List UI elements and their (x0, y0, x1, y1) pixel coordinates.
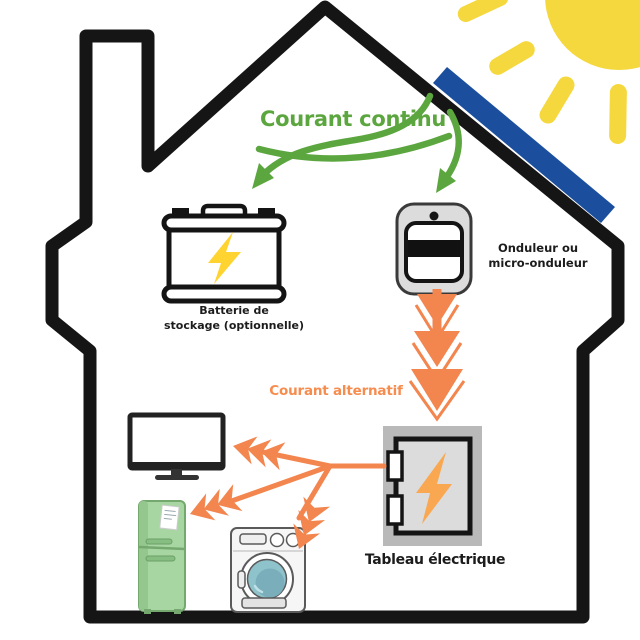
inverter-label-line2: micro-onduleur (488, 256, 588, 270)
inverter-label-line1: Onduleur ou (497, 241, 579, 255)
electrical-panel-label: Tableau électrique (364, 552, 506, 568)
tv-icon (127, 412, 226, 480)
ac-line-to-washer (296, 463, 333, 521)
dc-arrow-to-battery (258, 92, 434, 180)
house-outline (45, 0, 625, 624)
battery-bolt-icon (208, 232, 241, 284)
ac-current-label: Courant alternatif (269, 383, 403, 399)
inverter-icon (395, 202, 473, 296)
battery-icon (161, 203, 287, 304)
battery-label: Batterie de stockage (optionnelle) (146, 303, 322, 333)
ac-distribution-arrows (185, 431, 387, 555)
fridge-icon (138, 500, 186, 614)
ac-arrow-down (408, 289, 466, 422)
solar-panel-icon (433, 67, 615, 223)
battery-label-line1: Batterie de (199, 304, 269, 317)
sun-icon (457, 0, 640, 144)
electrical-panel-icon (383, 426, 482, 546)
ac-line-to-fridge (223, 463, 333, 506)
dc-arrows (252, 92, 462, 193)
dc-underline-swoosh (255, 132, 453, 162)
panel-bolt-icon (416, 452, 452, 524)
washing-machine-icon (230, 527, 306, 613)
battery-label-line2: stockage (optionnelle) (164, 319, 304, 332)
dc-current-label: Courant continu (259, 107, 447, 131)
inverter-label: Onduleur ou micro-onduleur (459, 241, 617, 271)
